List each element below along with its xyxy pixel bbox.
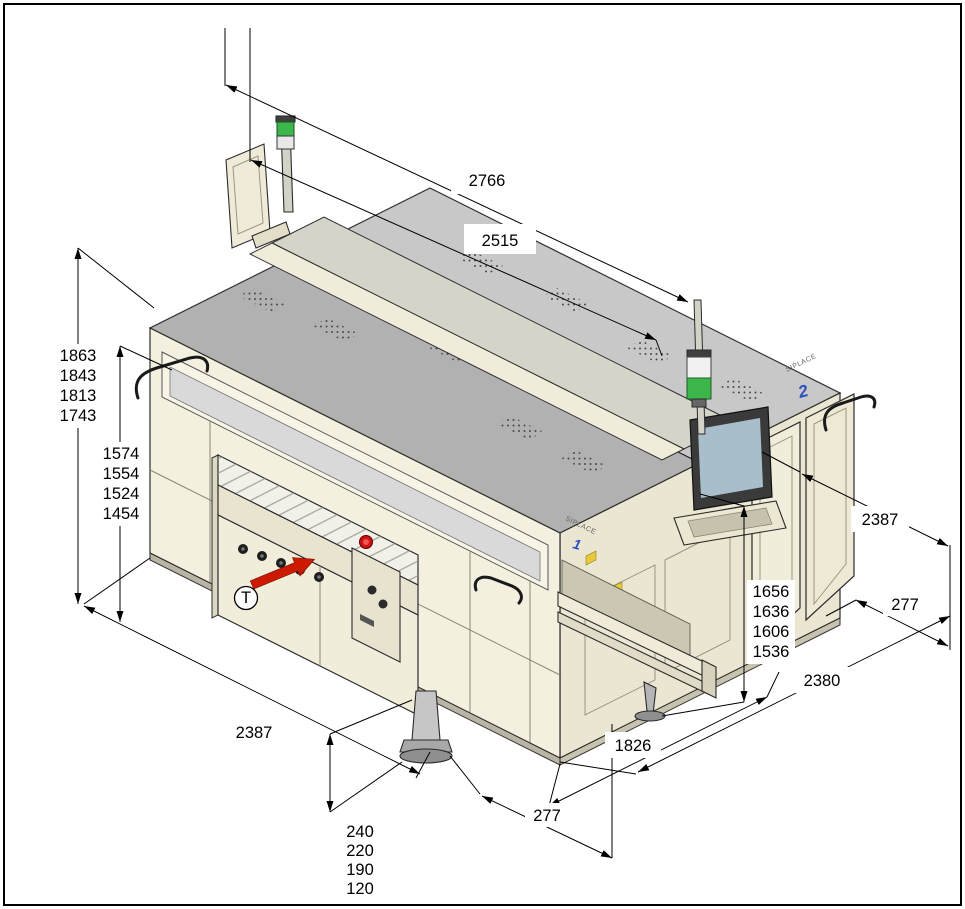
dim-height-right-label: 1606 <box>753 623 790 641</box>
dim-depth-inner-label: 1826 <box>615 737 652 755</box>
dim-foot-height-label: 120 <box>346 880 374 898</box>
green-beacon-light <box>276 121 295 137</box>
dim-height-left-label: 1743 <box>60 407 97 425</box>
t-marker-label: T <box>241 589 251 607</box>
dim-foot-height-label: 220 <box>346 842 374 860</box>
dim-height-left-label: 1813 <box>60 387 97 405</box>
panel-knob <box>367 585 377 595</box>
dim-height-left-inner-label: 1454 <box>103 505 140 523</box>
dim-height-left-label: 1863 <box>60 347 97 365</box>
panel-knob <box>378 599 388 609</box>
dim-offset-front-label: 277 <box>533 807 561 825</box>
dim-length-inner-label: 2515 <box>482 232 519 250</box>
frame-border <box>3 3 962 906</box>
window-strip-glass <box>169 366 541 582</box>
dim-foot-height-label: 240 <box>346 823 374 841</box>
dimension-labels: 2766 2515 1863 1843 1813 1743 1574 1554 … <box>56 164 927 902</box>
emergency-stop-button-cap <box>363 539 369 545</box>
dim-height-right-label: 1536 <box>753 643 790 661</box>
monitor-screen <box>698 418 763 498</box>
dim-foot-height-label: 190 <box>346 861 374 879</box>
handrails <box>134 355 877 605</box>
dim-height-right-label: 1656 <box>753 583 790 601</box>
dim-depth-right-label: 2380 <box>804 672 841 690</box>
dim-width-front-label: 2387 <box>236 724 273 742</box>
dim-height-left-inner-label: 1554 <box>103 465 140 483</box>
dim-width-right-label: 2387 <box>862 511 899 529</box>
dim-length-outer-label: 2766 <box>469 172 506 190</box>
station-number-left: 1 <box>571 535 583 553</box>
warning-label-icon <box>585 550 597 566</box>
signal-tower-right <box>686 299 712 435</box>
transport-marker: T <box>233 557 316 611</box>
keyboard <box>687 507 773 538</box>
transport-arrow-icon <box>249 557 316 590</box>
dim-height-right-label: 1636 <box>753 603 790 621</box>
dim-offset-right-label: 277 <box>891 596 919 614</box>
dim-height-left-inner-label: 1524 <box>103 485 140 503</box>
operator-monitor <box>673 406 787 546</box>
green-beacon-light <box>686 377 712 400</box>
dim-height-left-inner-label: 1574 <box>103 445 140 463</box>
dim-height-left-label: 1843 <box>60 367 97 385</box>
